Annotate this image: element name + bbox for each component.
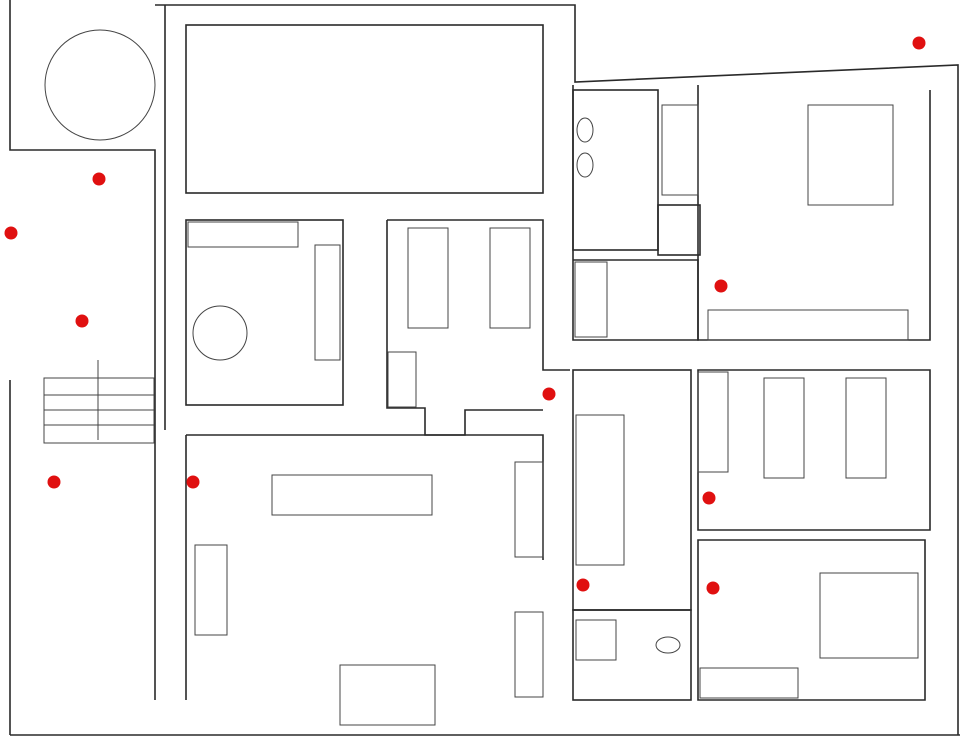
location-marker — [912, 36, 926, 50]
location-marker — [714, 279, 728, 293]
shower-icon — [575, 619, 617, 661]
table-icon — [192, 305, 248, 361]
furniture — [43, 29, 919, 726]
bed-icon — [845, 377, 887, 479]
location-marker — [576, 578, 590, 592]
location-marker — [75, 314, 89, 328]
markers — [4, 36, 926, 595]
sofa-icon — [194, 544, 228, 636]
bed-icon — [807, 104, 894, 206]
sink-icon — [576, 152, 594, 178]
location-marker — [4, 226, 18, 240]
table-icon — [271, 474, 433, 516]
staircase-icon — [575, 414, 625, 566]
location-marker — [542, 387, 556, 401]
toilet-icon — [655, 636, 681, 654]
location-marker — [47, 475, 61, 489]
bathtub-icon — [661, 104, 699, 196]
bed-icon — [489, 227, 531, 329]
bed-icon — [763, 377, 805, 479]
walls — [9, 0, 960, 736]
bed-icon — [407, 227, 449, 329]
bed-icon — [819, 572, 919, 659]
toilet-icon — [576, 117, 594, 143]
location-marker — [186, 475, 200, 489]
location-marker — [702, 491, 716, 505]
location-marker — [706, 581, 720, 595]
fountain-icon — [44, 29, 156, 141]
location-marker — [92, 172, 106, 186]
kitchen-counter-icon — [187, 221, 299, 248]
